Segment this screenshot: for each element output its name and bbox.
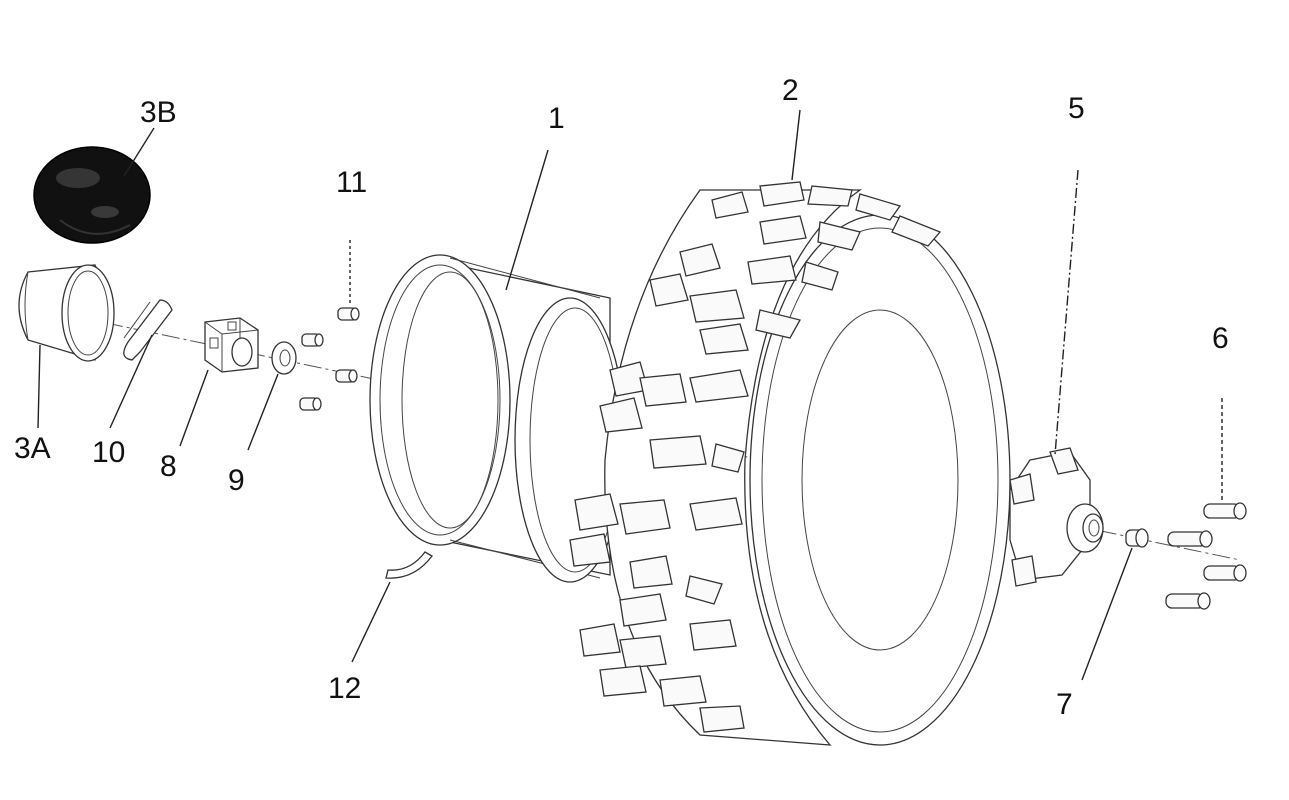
part-5-wheel-hub [1009,447,1104,587]
label-9: 9 [228,464,245,497]
label-3b: 3B [140,96,177,129]
label-7: 7 [1056,688,1073,721]
part-2-tire [569,181,1011,746]
label-10: 10 [92,436,125,469]
label-6: 6 [1212,322,1229,355]
part-12-valve-stem [385,551,433,579]
label-2: 2 [782,74,799,107]
part-9-washer [271,341,297,375]
part-3b-hub-cap-black [33,146,151,244]
leader-lines [37,109,1223,681]
part-11-small-studs [299,307,360,411]
label-11: 11 [336,166,367,199]
label-3a: 3A [14,432,51,465]
label-12: 12 [328,672,361,705]
label-1: 1 [548,102,565,135]
part-7-spacer [1125,528,1149,548]
label-8: 8 [160,450,177,483]
part-1-rim [369,254,626,583]
part-10-cotter-pin [123,299,173,361]
label-5: 5 [1068,92,1085,125]
part-6-lug-bolts [1165,502,1247,610]
tire-tread-blocks [569,181,942,733]
part-3a-hub-cap-cone [18,264,115,362]
part-8-castle-nut [204,317,259,373]
